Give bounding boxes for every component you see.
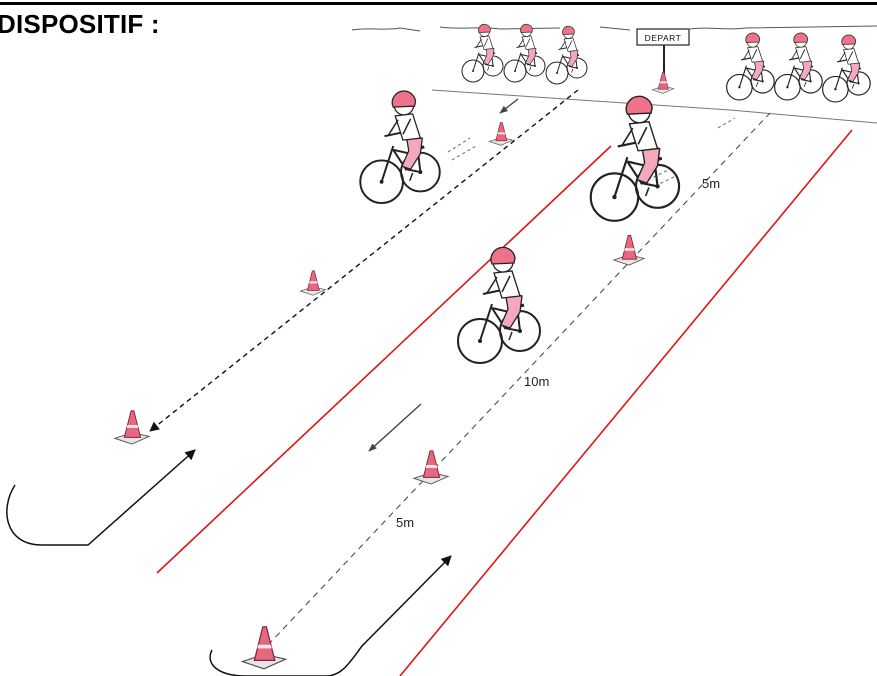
cyclist-returning (358, 89, 442, 205)
cone-top-lane (488, 122, 514, 146)
cone-upper-5m (613, 234, 645, 266)
distance-guide-line (267, 112, 771, 646)
road-edge-line (431, 89, 877, 124)
cone-left-end (114, 410, 150, 445)
sign-board (636, 28, 690, 46)
cyclist-start-3 (821, 33, 872, 104)
cone-far-start (651, 72, 675, 94)
cyclist-start-1 (725, 31, 776, 102)
cyclist-waiting-2 (503, 23, 546, 83)
lane-line-left (156, 145, 612, 574)
u-turn-arrow-left (6, 449, 196, 546)
return-path-arrow (149, 89, 579, 432)
cone-lower-5m (413, 450, 449, 485)
cyclist-upper-lane (589, 94, 681, 223)
distance-label-lower: 5m (396, 515, 414, 530)
direction-arrow-top (499, 98, 519, 114)
cone-left-middle (300, 270, 326, 296)
motion-lines (447, 117, 736, 187)
cyclist-main (456, 245, 542, 365)
direction-arrow-middle (368, 403, 422, 452)
lane-line-right (399, 129, 853, 676)
page-title: DISPOSITIF : (0, 9, 160, 39)
horizon-sketch-line (351, 25, 877, 32)
cyclist-waiting-3 (545, 25, 588, 85)
u-turn-arrow-bottom (209, 555, 452, 676)
sign-label: DEPART (645, 33, 682, 43)
top-rule (0, 2, 877, 5)
cyclist-waiting-1 (461, 23, 504, 83)
distance-label-upper: 5m (702, 176, 720, 191)
cyclist-start-2 (773, 31, 824, 102)
distance-label-middle: 10m (524, 374, 549, 389)
